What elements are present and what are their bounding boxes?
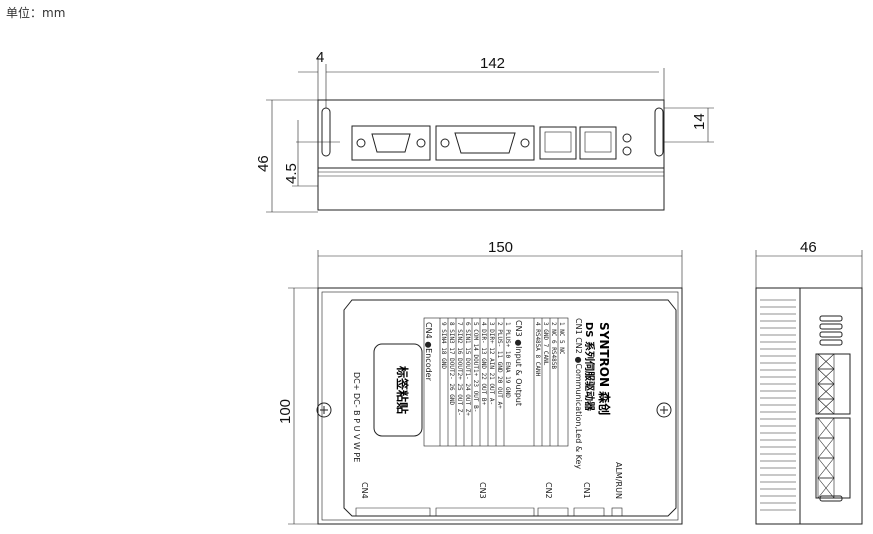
power-terminals: DC+ DC- B P U V W PE [352, 372, 361, 462]
label-cn2: CN2 [544, 482, 553, 499]
db26-frame [435, 125, 535, 161]
front-view: 标签粘贴 DC+ DC- B P U V W PE 1 NC 5 NC2 NC … [277, 239, 683, 525]
pin-io-row: 7 SIN2 16 DOUT2+ 25 OUT Z- [456, 322, 463, 416]
label-cn1: CN1 [582, 482, 591, 499]
mount-slot-right [654, 107, 664, 157]
top-view: 142 4 46 4.5 14 [255, 49, 714, 213]
pin-header-io: CN3 ●Input & Output [514, 320, 523, 406]
brand-logo: SYNTRON 森创 [597, 322, 612, 415]
screw-left [316, 402, 332, 418]
dim-150: 150 [488, 239, 513, 256]
pin-header-comm: CN1 CN2 ●Communication,Led & Key [574, 318, 583, 469]
screw-right [656, 402, 672, 418]
led-2 [622, 146, 632, 156]
db15-frame [351, 125, 431, 161]
dim-46-top: 46 [255, 155, 272, 172]
front-panel [343, 299, 677, 517]
pin-comm-row: 3 GND 7 CANL [542, 322, 549, 366]
pin-io-row: 2 PLUS- 11 GND 20 OUT A+ [496, 322, 503, 409]
pin-comm-row: 1 NC 5 NC [558, 322, 565, 355]
pin-io-row: 6 SIN1 15 DOUT1- 24 OUT Z+ [464, 322, 471, 416]
pin-io-row: 8 SIN3 17 DOUT2- 26 GND [448, 322, 455, 405]
unit-label: 单位：mm [6, 6, 66, 20]
db26-shell [454, 132, 516, 154]
dim-100: 100 [277, 399, 294, 424]
mount-slot-left [321, 107, 331, 157]
label-cn4: CN4 [360, 482, 369, 499]
pin-comm-row: 4 RS485A 8 CANH [534, 322, 541, 377]
pin-io-row: 4 DIR- 13 GND 22 OUT B+ [480, 322, 487, 405]
led-1 [622, 133, 632, 143]
label-area-box [373, 343, 423, 437]
pin-io-row: 9 SIN4 18 GND [440, 322, 447, 369]
dim-142: 142 [480, 55, 505, 72]
top-view-body [317, 99, 665, 211]
rj45-cn1 [579, 126, 617, 160]
dim-14: 14 [691, 113, 708, 130]
dim-4-5: 4.5 [283, 163, 300, 184]
pin-header-enc: CN4 ●Encoder [424, 322, 433, 382]
pin-io-row: 3 DIR+ 12 AIN 21 OUT A- [488, 322, 495, 405]
side-view-body [755, 287, 863, 525]
label-cn3: CN3 [478, 482, 487, 499]
label-area-text: 标签粘贴 [395, 365, 410, 414]
dim-4: 4 [316, 49, 324, 66]
pin-comm-row: 2 NC 6 RS485B [550, 322, 557, 369]
pin-io-row: 5 COM 14 DOUT1+ 23 OUT B- [472, 322, 479, 412]
db15-shell [371, 133, 411, 153]
pin-io-row: 1 PLUS+ 10 ENA 19 GND [504, 322, 511, 398]
side-view: 46 [755, 239, 863, 525]
label-alm-run: ALM/RUN [614, 462, 623, 499]
dim-46-side: 46 [800, 239, 817, 256]
series-title: DS 系列伺服驱动器 [583, 322, 596, 412]
rj45-cn2 [539, 126, 577, 160]
